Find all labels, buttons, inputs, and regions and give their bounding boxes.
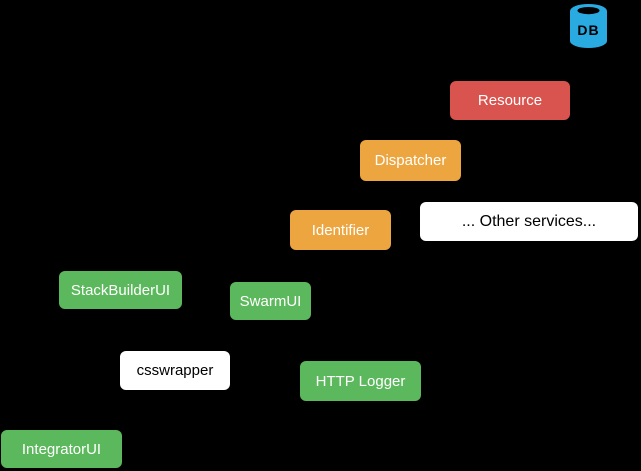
node-stackbuilderui: StackBuilderUI bbox=[59, 271, 182, 309]
db-label: DB bbox=[577, 22, 599, 38]
node-resource: Resource bbox=[450, 81, 570, 120]
node-identifier-label: Identifier bbox=[311, 221, 370, 239]
node-dispatcher: Dispatcher bbox=[360, 140, 461, 181]
node-integratorui: IntegratorUI bbox=[1, 430, 122, 468]
node-csswrapper: csswrapper bbox=[120, 351, 230, 390]
node-http-logger: HTTP Logger bbox=[300, 361, 421, 401]
node-other-services: ... Other services... bbox=[420, 202, 638, 241]
node-integratorui-label: IntegratorUI bbox=[21, 440, 102, 458]
node-other-services-label: ... Other services... bbox=[461, 212, 597, 230]
node-identifier: Identifier bbox=[290, 210, 391, 250]
database-icon: DB bbox=[570, 4, 607, 48]
node-stackbuilderui-label: StackBuilderUI bbox=[70, 281, 171, 299]
node-csswrapper-label: csswrapper bbox=[136, 362, 214, 379]
node-dispatcher-label: Dispatcher bbox=[374, 152, 447, 169]
node-swarmui: SwarmUI bbox=[230, 282, 311, 320]
node-http-logger-label: HTTP Logger bbox=[315, 372, 406, 390]
node-resource-label: Resource bbox=[477, 92, 543, 109]
node-swarmui-label: SwarmUI bbox=[239, 292, 302, 310]
